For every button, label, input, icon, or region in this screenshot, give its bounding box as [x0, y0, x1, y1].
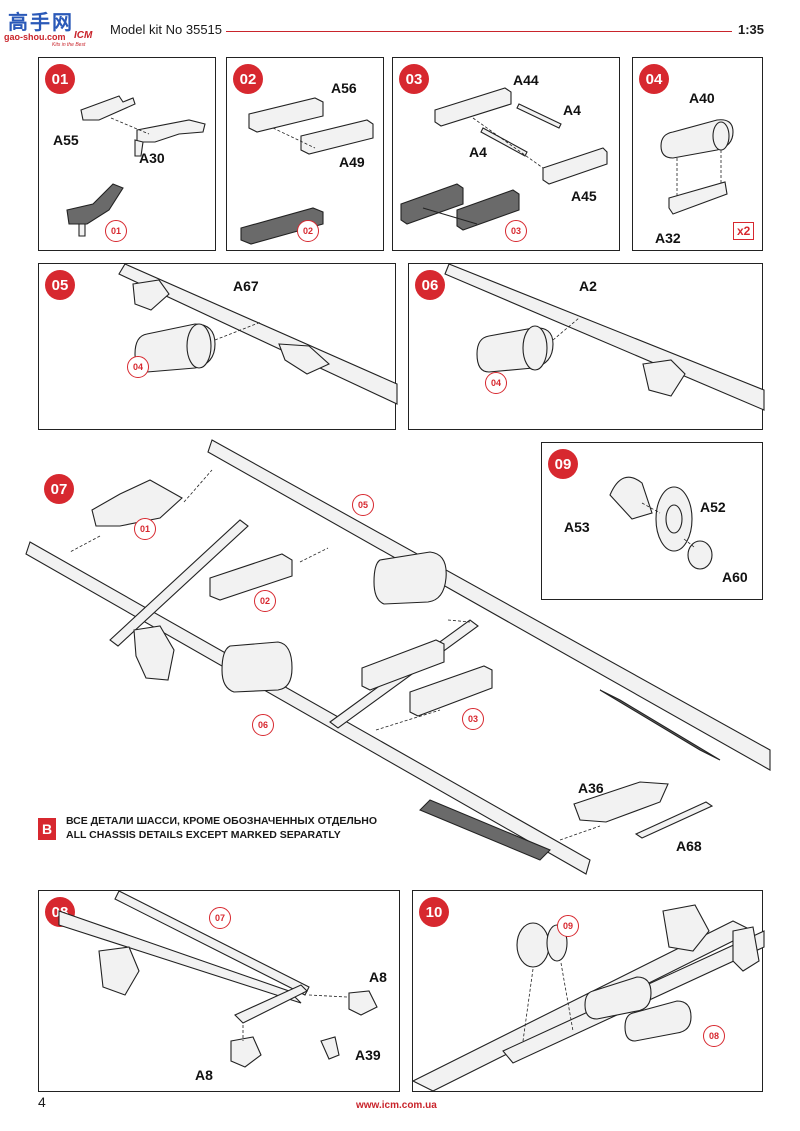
step-number: 10 — [419, 897, 449, 927]
part-label: A53 — [564, 519, 590, 535]
ref-circle: 03 — [505, 220, 527, 242]
part-label: A45 — [571, 188, 597, 204]
step-number: 02 — [233, 64, 263, 94]
footer-url[interactable]: www.icm.com.ua — [356, 1100, 437, 1111]
step-01-drawing — [66, 95, 206, 237]
step-04-panel: 04 A40 A32 x2 — [632, 57, 763, 251]
ref-circle: 05 — [352, 494, 374, 516]
step-09-panel: 09 A52 A53 A60 — [541, 442, 763, 600]
step-10-drawing — [411, 904, 765, 1092]
step-07-drawing — [25, 439, 771, 875]
logo-tagline: Kits in the Best — [52, 42, 86, 48]
logo-sub-text: gao-shou.com — [4, 32, 66, 42]
part-label: A60 — [722, 569, 748, 585]
step-02-drawing — [240, 97, 374, 245]
step-number: 06 — [415, 270, 445, 300]
step-01-panel: 01 A55 A30 01 — [38, 57, 216, 251]
ref-circle: 07 — [209, 907, 231, 929]
step-09-drawing — [609, 476, 713, 570]
step-03-panel: 03 A44 A4 A4 A45 03 — [392, 57, 620, 251]
step-number: 01 — [45, 64, 75, 94]
part-label: A36 — [578, 780, 604, 796]
ref-circle: 04 — [127, 356, 149, 378]
step-number: 05 — [45, 270, 75, 300]
ref-circle: 08 — [703, 1025, 725, 1047]
ref-circle: 01 — [134, 518, 156, 540]
step-number: 09 — [548, 449, 578, 479]
header-scale: 1:35 — [738, 22, 765, 37]
part-label: A44 — [513, 72, 539, 88]
step-05-panel: 05 A67 04 — [38, 263, 398, 430]
step-number: 07 — [44, 474, 74, 504]
note-badge: B — [38, 818, 56, 840]
step-03-drawing — [400, 87, 608, 231]
step-10-panel: 10 09 08 — [411, 890, 765, 1092]
logo: 高手网 gao-shou.com ICM Kits in the Best — [4, 6, 104, 48]
ref-circle: 02 — [297, 220, 319, 242]
part-label: A55 — [53, 132, 79, 148]
note-line-en: ALL CHASSIS DETAILS EXCEPT MARKED SEPARA… — [66, 829, 341, 841]
step-05-drawing — [118, 263, 398, 405]
step-08-panel: 08 A8 A39 A8 07 — [38, 890, 400, 1092]
part-label: A30 — [139, 150, 165, 166]
ref-circle: 02 — [254, 590, 276, 612]
step-08-drawing — [58, 890, 378, 1068]
step-06-drawing — [444, 263, 765, 411]
part-label: A68 — [676, 838, 702, 854]
part-label: A4 — [469, 144, 487, 160]
logo-brand: ICM — [74, 30, 93, 41]
ref-circle: 04 — [485, 372, 507, 394]
part-label: A40 — [689, 90, 715, 106]
step-04-drawing — [660, 119, 734, 215]
step-number: 03 — [399, 64, 429, 94]
note-line-ru: ВСЕ ДЕТАЛИ ШАССИ, КРОМЕ ОБОЗНАЧЕННЫХ ОТД… — [66, 815, 378, 827]
part-label: A2 — [579, 278, 597, 294]
part-label: A39 — [355, 1047, 381, 1063]
part-label: A49 — [339, 154, 365, 170]
ref-circle: 01 — [105, 220, 127, 242]
logo-top-text: 高手网 — [8, 12, 74, 34]
part-label: A8 — [195, 1067, 213, 1083]
quantity-badge: x2 — [733, 222, 755, 240]
step-02-panel: 02 A56 A49 02 — [226, 57, 384, 251]
part-label: A56 — [331, 80, 357, 96]
part-label: A8 — [369, 969, 387, 985]
header-rule-left — [226, 31, 732, 32]
part-label: A52 — [700, 499, 726, 515]
step-number: 04 — [639, 64, 669, 94]
part-label: A67 — [233, 278, 259, 294]
part-label: A32 — [655, 230, 681, 246]
page-number: 4 — [38, 1094, 46, 1110]
part-label: A4 — [563, 102, 581, 118]
ref-circle: 09 — [557, 915, 579, 937]
ref-circle: 06 — [252, 714, 274, 736]
note-text: ВСЕ ДЕТАЛИ ШАССИ, КРОМЕ ОБОЗНАЧЕННЫХ ОТД… — [66, 814, 377, 842]
ref-circle: 03 — [462, 708, 484, 730]
header-title: Model kit No 35515 — [110, 22, 223, 37]
step-06-panel: 06 A2 04 — [408, 263, 765, 430]
